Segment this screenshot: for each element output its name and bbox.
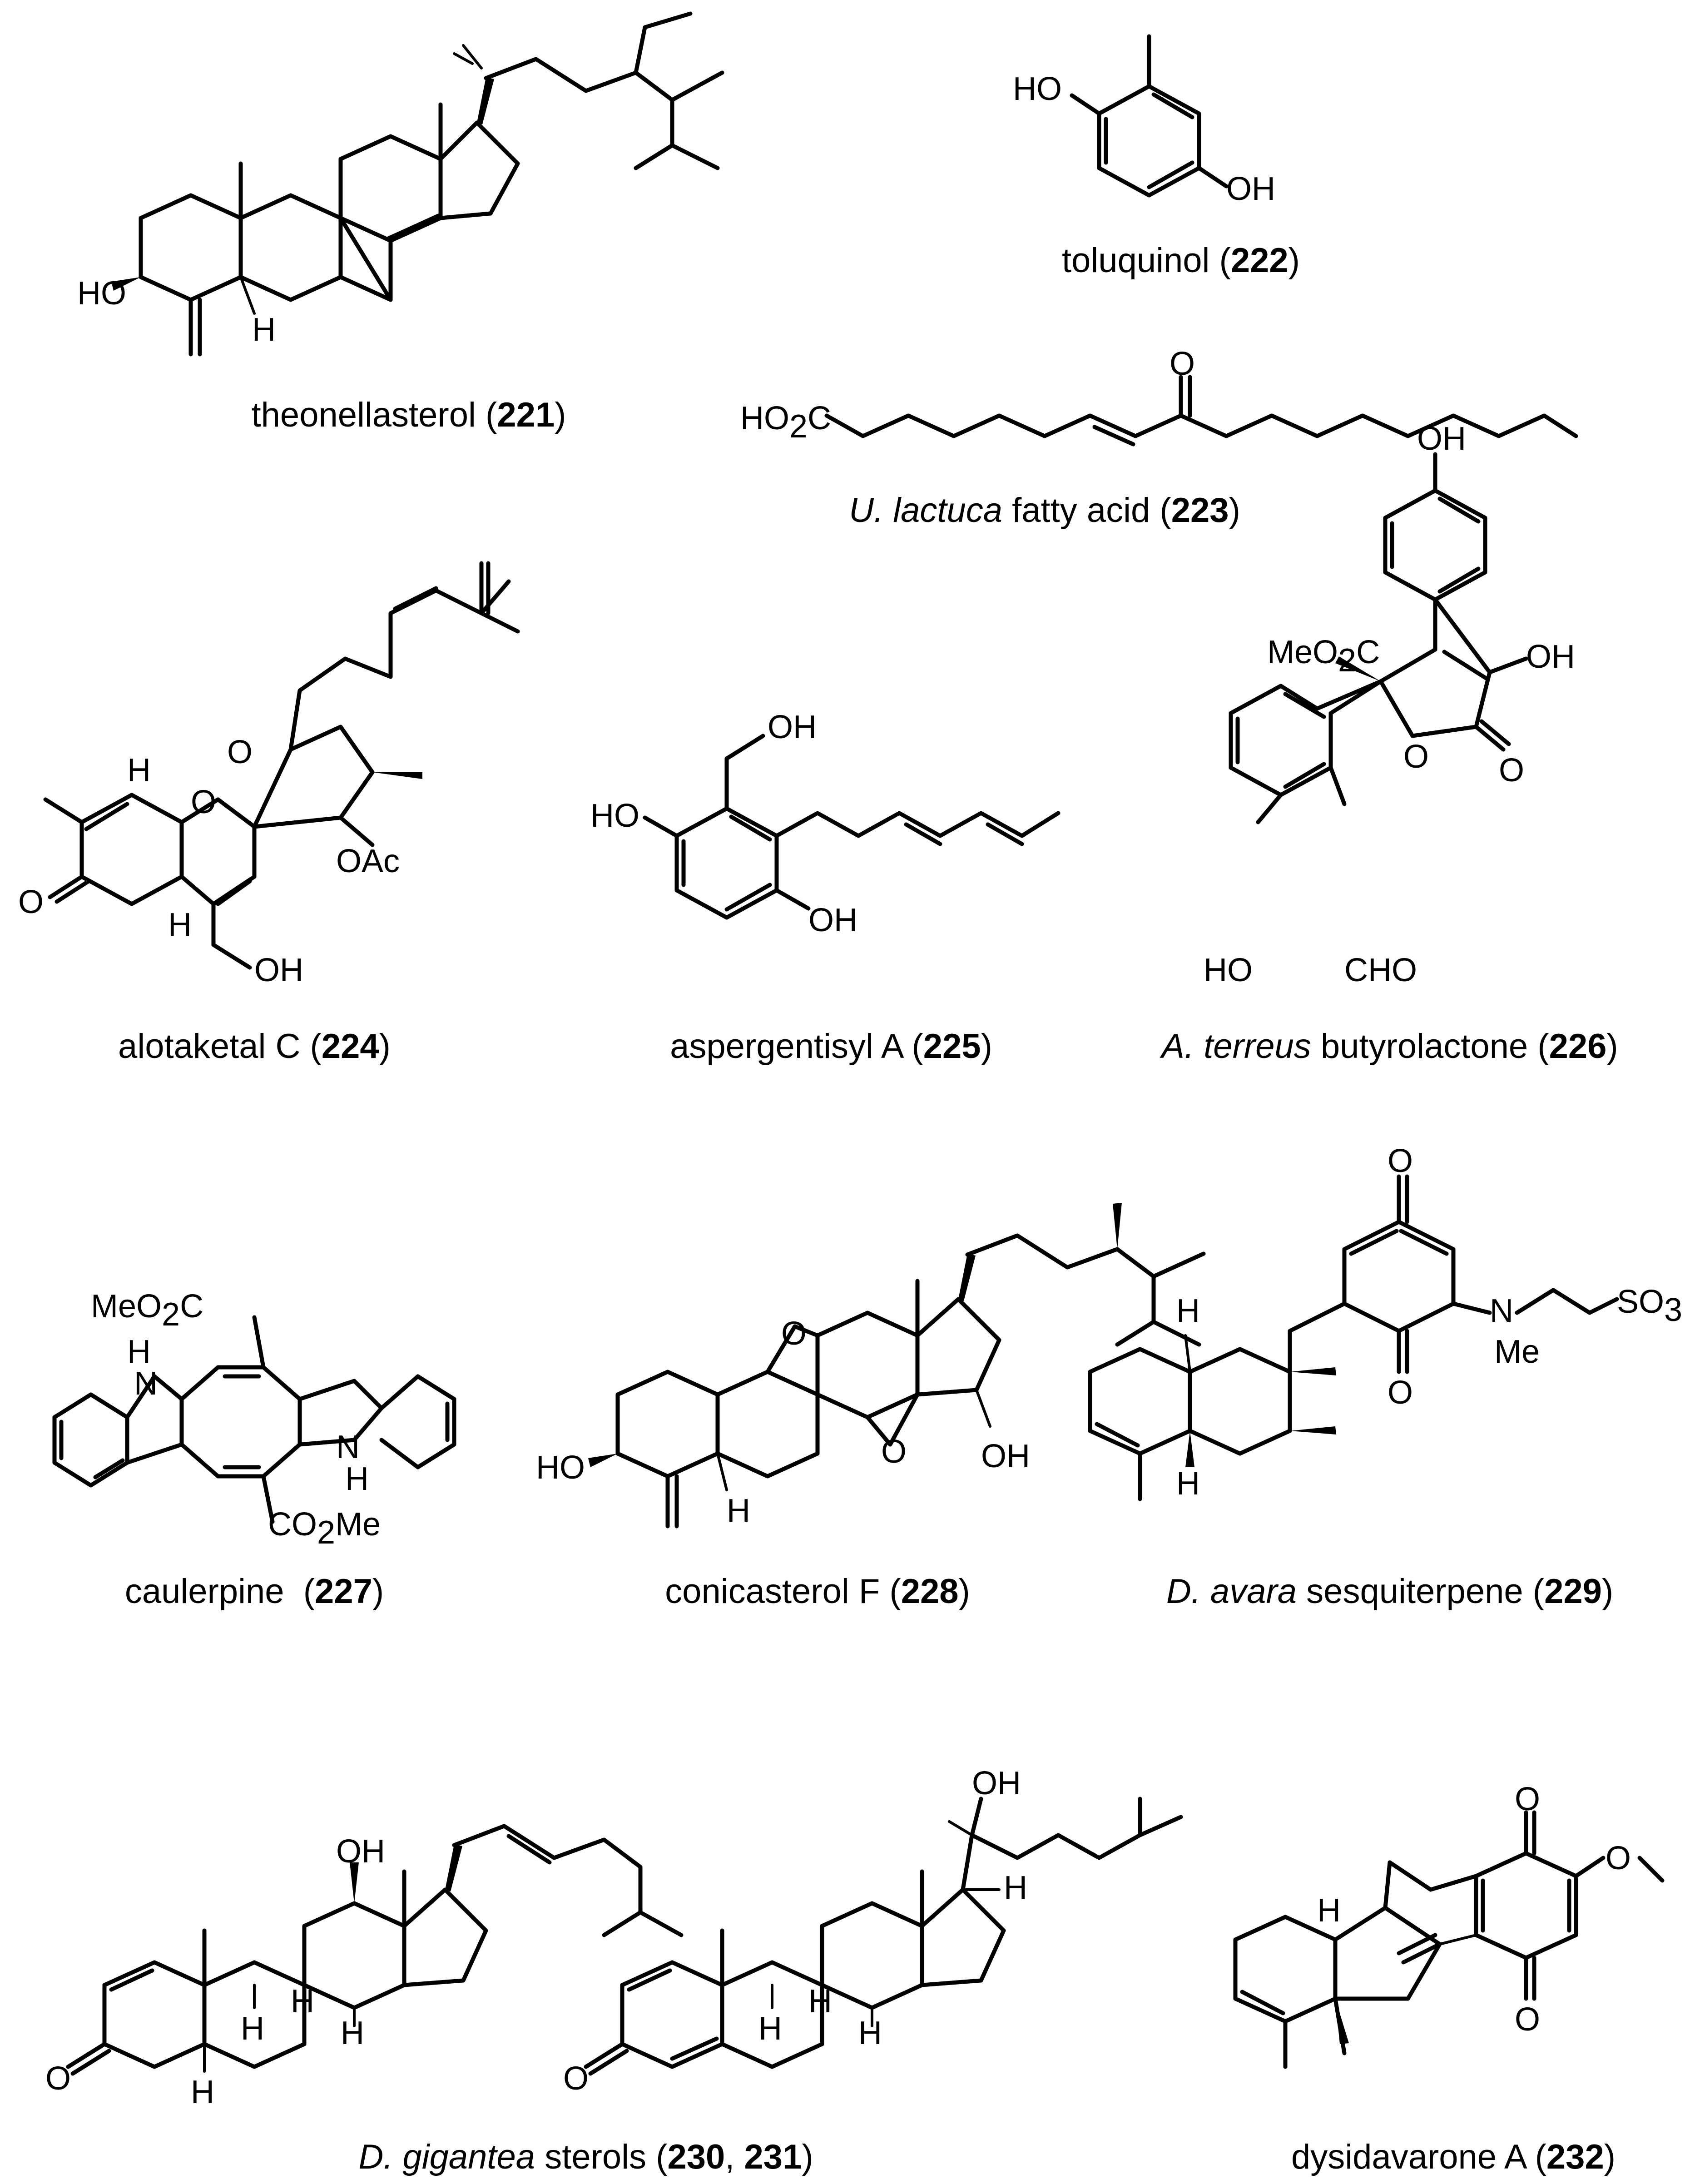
caption-221: theonellasterol (221) xyxy=(251,396,566,434)
atom-label-o-223: O xyxy=(1170,346,1195,382)
atom-label-ho-222: HO xyxy=(1013,71,1062,107)
atom-label-o-226-carbonyl: O xyxy=(1499,752,1524,789)
caption-223: U. lactuca fatty acid (223) xyxy=(849,491,1240,530)
atom-label-ho-226: HO xyxy=(1204,952,1253,988)
atom-label-h-228: H xyxy=(727,1493,750,1529)
caption-230-231: D. gigantea sterols (230, 231) xyxy=(358,2138,813,2176)
atom-label-cho-226: CHO xyxy=(1344,952,1417,988)
caption-225: aspergentisyl A (225) xyxy=(670,1027,992,1066)
atom-label-ho-225: HO xyxy=(590,798,639,834)
atom-label-meo2c-226: MeO2C xyxy=(1267,634,1380,679)
atom-label-h-232: H xyxy=(1317,1892,1341,1929)
atom-label-n-227-top: N xyxy=(134,1365,158,1402)
atom-label-ho-228: HO xyxy=(536,1449,585,1486)
atom-label-nh-227-bottom: H xyxy=(345,1461,369,1497)
atom-label-o-230: O xyxy=(45,2060,71,2097)
atom-label-h-229-bottom: H xyxy=(1176,1465,1200,1502)
atom-label-oac-224: OAc xyxy=(336,843,400,879)
atom-label-o-228-epoxide-bottom: O xyxy=(881,1434,907,1470)
atom-label-o-224-ring: O xyxy=(191,784,216,820)
structure-230-sterol: O OH H H H H xyxy=(45,1824,684,2110)
atom-label-nh-227-top: H xyxy=(127,1334,151,1370)
atom-label-h-231-side: H xyxy=(1004,1870,1027,1906)
atom-label-ho-221: HO xyxy=(77,275,126,312)
atom-label-oh-222: OH xyxy=(1226,171,1275,207)
caption-232: dysidavarone A (232) xyxy=(1291,2138,1616,2176)
atom-label-h-230-d: H xyxy=(341,2015,364,2051)
atom-label-h-229-top: H xyxy=(1176,1293,1200,1329)
caption-227: caulerpine (227) xyxy=(124,1572,384,1611)
atom-label-oh-225-top: OH xyxy=(768,709,817,745)
caption-228: conicasterol F (228) xyxy=(665,1572,970,1611)
atom-label-n-227-bottom: N xyxy=(336,1429,360,1465)
structure-231-sterol: O OH H H H H xyxy=(563,1765,1183,2097)
structure-227-caulerpine: MeO2C H N N H CO2Me xyxy=(52,1288,456,1551)
atom-label-h-224-top: H xyxy=(127,752,151,789)
atom-label-o-232-bottom: O xyxy=(1515,2001,1540,2038)
atom-label-o-232-top: O xyxy=(1515,1781,1540,1817)
atom-label-oh-228: OH xyxy=(981,1438,1030,1474)
atom-label-n-229: N xyxy=(1490,1293,1513,1329)
atom-label-h-230-b: H xyxy=(241,2010,264,2047)
atom-label-o-224-ketone: O xyxy=(18,884,44,920)
caption-222: toluquinol (222) xyxy=(1062,241,1300,280)
atom-label-co2me-227: CO2Me xyxy=(268,1506,381,1551)
structure-226-butyrolactone: OH OH O O MeO2C HO CHO xyxy=(1204,421,1575,988)
atom-label-meo2c-227: MeO2C xyxy=(91,1288,203,1333)
atom-label-oh-230: OH xyxy=(336,1833,385,1870)
atom-label-h-230-a: H xyxy=(191,2074,214,2110)
atom-label-h-221: H xyxy=(252,312,276,348)
atom-label-oh-226-top: OH xyxy=(1417,421,1466,457)
structure-225-aspergentisyl-a: OH HO OH xyxy=(590,709,1061,938)
structure-224-alotaketal-c: H H O O O OH OAc xyxy=(18,561,520,988)
caption-224: alotaketal C (224) xyxy=(118,1027,391,1066)
caption-229: D. avara sesquiterpene (229) xyxy=(1166,1572,1614,1611)
atom-label-o-226-ring: O xyxy=(1403,739,1429,775)
caption-226: A. terreus butyrolactone (226) xyxy=(1161,1027,1618,1066)
atom-label-o-228-epoxide-top: O xyxy=(781,1315,807,1352)
atom-label-me-229: Me xyxy=(1494,1334,1540,1370)
atom-label-o-232-ether: O xyxy=(1606,1840,1631,1876)
structure-221-theonellasterol: HO H xyxy=(77,11,724,357)
atom-label-oh-226-right: OH xyxy=(1526,639,1575,675)
atom-label-h-224-bottom: H xyxy=(168,907,192,943)
atom-label-ho2c-223: HO2C xyxy=(740,400,831,445)
atom-label-h-231-d: H xyxy=(858,2015,882,2051)
atom-label-o-229-top: O xyxy=(1388,1143,1413,1179)
atom-label-h-230-c: H xyxy=(291,1983,314,2020)
structure-232-dysidavarone-a: H O O O xyxy=(1233,1781,1665,2069)
atom-label-oh-225-bottom: OH xyxy=(808,902,857,938)
atom-label-o-229-bottom: O xyxy=(1388,1375,1413,1411)
atom-label-h-231-b: H xyxy=(758,2010,782,2047)
atom-label-oh-231: OH xyxy=(972,1765,1021,1802)
structure-228-conicasterol-f: O O OH HO H xyxy=(536,1203,1206,1529)
atom-label-oh-224: OH xyxy=(254,952,303,988)
structure-223-fatty-acid: O HO2C xyxy=(740,346,1578,447)
structure-222-toluquinol: HO OH xyxy=(1013,34,1275,207)
atom-label-o-231: O xyxy=(563,2060,589,2097)
atom-label-h-231-c: H xyxy=(808,1983,832,2020)
atom-label-o-224-spiro: O xyxy=(227,734,253,770)
